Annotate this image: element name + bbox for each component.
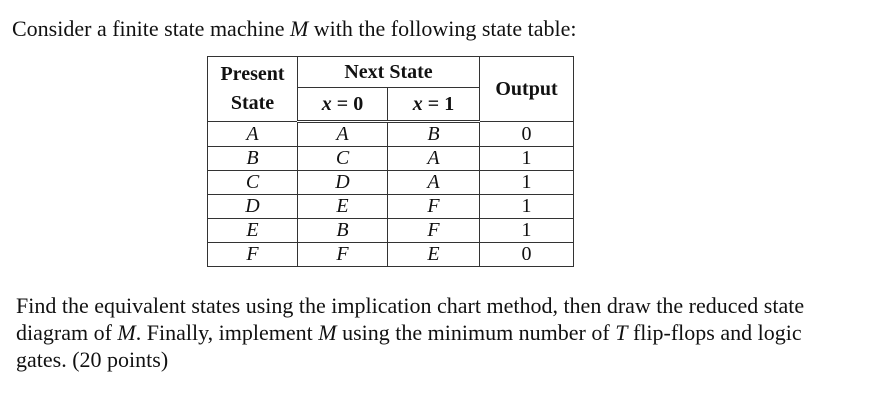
cell-present: B	[207, 146, 298, 171]
header-x1-var: x	[412, 92, 423, 115]
header-present-state: Present State	[207, 56, 298, 122]
cell-output: 1	[479, 146, 574, 171]
table-row: E B F 1	[207, 218, 574, 243]
instructions-text: Find the equivalent states using the imp…	[16, 293, 805, 318]
cell-next-x1: F	[387, 194, 480, 219]
cell-next-x0: F	[297, 242, 388, 267]
header-present-line2: State	[230, 92, 275, 114]
table-row: C D A 1	[207, 170, 574, 195]
header-x0-var: x	[321, 92, 332, 115]
instructions-text: flip-flops and logic	[627, 320, 802, 345]
flip-flop-type: T	[615, 320, 628, 345]
cell-present: A	[207, 121, 298, 147]
cell-next-x0: D	[297, 170, 388, 195]
cell-next-x1: B	[387, 121, 480, 147]
machine-name: M	[318, 320, 337, 345]
cell-present: E	[207, 218, 298, 243]
question-prompt: Consider a finite state machine M with t…	[0, 16, 577, 42]
header-x1-eq: = 1	[422, 92, 455, 115]
cell-present: F	[207, 242, 298, 267]
table-row: F F E 0	[207, 242, 574, 267]
cell-next-x0: C	[297, 146, 388, 171]
cell-next-x1: A	[387, 146, 480, 171]
instructions-line-2: diagram of M. Finally, implement M using…	[16, 319, 866, 346]
cell-next-x1: A	[387, 170, 480, 195]
cell-output: 1	[479, 218, 574, 243]
header-x0-eq: = 0	[331, 92, 364, 115]
prompt-machine-name: M	[289, 16, 309, 41]
cell-next-x0: E	[297, 194, 388, 219]
cell-output: 1	[479, 170, 574, 195]
cell-next-x0: B	[297, 218, 388, 243]
machine-name: M	[117, 320, 136, 345]
instructions-text: gates. (20 points)	[16, 347, 169, 372]
header-x1: x = 1	[387, 87, 480, 123]
header-x0: x = 0	[297, 87, 388, 123]
instructions-text: diagram of	[16, 320, 118, 345]
prompt-text-2: with the following state table:	[308, 16, 577, 41]
prompt-text-1: Consider a finite state machine	[12, 16, 290, 41]
state-table: Present State Next State Output x = 0 x …	[207, 56, 574, 267]
header-next-state: Next State	[297, 56, 480, 88]
table-row: B C A 1	[207, 146, 574, 171]
cell-output: 0	[479, 242, 574, 267]
table-row: A A B 0	[207, 121, 574, 147]
instructions-text: using the minimum number of	[336, 320, 616, 345]
header-present-line1: Present	[220, 63, 285, 85]
instructions-line-3: gates. (20 points)	[16, 346, 866, 373]
cell-next-x1: E	[387, 242, 480, 267]
cell-output: 0	[479, 121, 574, 147]
cell-next-x0: A	[297, 121, 388, 147]
cell-next-x1: F	[387, 218, 480, 243]
header-output: Output	[479, 56, 574, 122]
cell-present: C	[207, 170, 298, 195]
instructions-text: . Finally, implement	[135, 320, 319, 345]
instructions-paragraph: Find the equivalent states using the imp…	[16, 292, 866, 373]
table-row: D E F 1	[207, 194, 574, 219]
cell-output: 1	[479, 194, 574, 219]
instructions-line-1: Find the equivalent states using the imp…	[16, 292, 866, 319]
cell-present: D	[207, 194, 298, 219]
